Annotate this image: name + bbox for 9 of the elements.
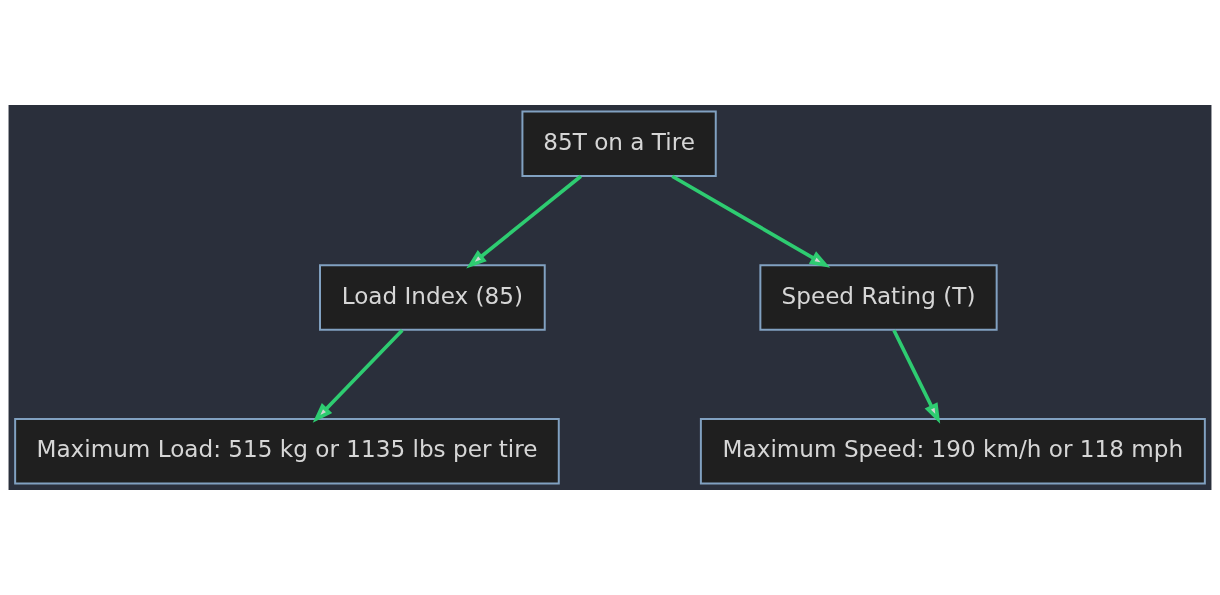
node-box: Load Index (85) (319, 264, 546, 331)
node-box: Maximum Load: 515 kg or 1135 lbs per tire (14, 417, 560, 485)
arrow (671, 174, 831, 268)
node-box: Speed Rating (T) (759, 264, 998, 331)
arrow (892, 329, 941, 424)
arrow (312, 329, 404, 423)
arrow (466, 174, 582, 269)
node-box: Maximum Speed: 190 km/h or 118 mph (699, 417, 1206, 485)
node-box: 85T on a Tire (521, 110, 717, 178)
